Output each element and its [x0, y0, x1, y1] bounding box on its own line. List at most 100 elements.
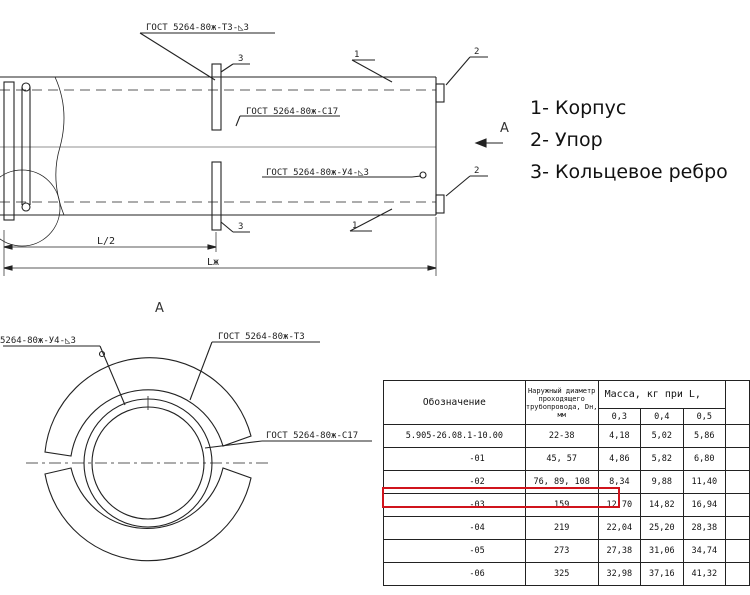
- table-row: -01 45, 57 4,86 5,82 6,80: [383, 447, 750, 471]
- cell-extra: [725, 516, 750, 540]
- gost-right-dot: [419, 171, 427, 179]
- dim-total-arrow-l: [3, 265, 13, 271]
- highlight-frame: [382, 487, 620, 508]
- dim-total-label: Lж: [207, 257, 219, 268]
- callout-3-bottom: 3: [238, 222, 243, 232]
- sec-gost-right-leader: [204, 440, 263, 449]
- header-mass: Масса, кг при L,: [597, 380, 727, 409]
- gost-mid-label: ГОСТ 5264-80ж-С17: [246, 107, 338, 117]
- callout-1-bottom-leader: [349, 208, 393, 232]
- view-arrow-head: [474, 138, 487, 148]
- cell-mass: 41,32: [682, 562, 727, 586]
- cell-mass: 5,86: [682, 424, 727, 448]
- cell-mass: 25,20: [640, 516, 684, 540]
- cell-mass: 11,40: [682, 470, 727, 494]
- rod-end-bottom: [21, 202, 31, 212]
- cell-mass: 4,18: [597, 424, 642, 448]
- cell-extra: [725, 470, 750, 494]
- side-view: [0, 32, 503, 276]
- table-header-row: Обозначение Наружный диаметр проходящего…: [383, 380, 750, 425]
- legend-item-stop: 2- Упор: [530, 129, 603, 151]
- header-diameter: Наружный диаметр проходящего трубопровод…: [524, 380, 599, 425]
- cell-mass: 4,86: [597, 447, 642, 471]
- sec-gost-left-dot: [98, 350, 106, 358]
- cell-extra: [725, 424, 750, 448]
- cell-extra: [725, 562, 750, 586]
- header-designation: Обозначение: [383, 380, 526, 425]
- table-row: -04 219 22,04 25,20 28,38: [383, 516, 750, 540]
- section-upper-segment: [44, 357, 252, 457]
- cell-extra: [725, 539, 750, 563]
- table-row: 5.905-26.08.1-10.00 22-38 4,18 5,02 5,86: [383, 424, 750, 448]
- cell-diameter: 273: [524, 539, 599, 563]
- cell-extra: [725, 493, 750, 517]
- section-view: [3, 341, 372, 562]
- cell-designation: -04: [383, 516, 526, 540]
- cell-diameter: 159: [524, 493, 599, 517]
- callout-3-bottom-leader: [220, 221, 234, 233]
- dim-half-arrow-l: [3, 244, 13, 250]
- callout-3-top: 3: [238, 54, 243, 64]
- cell-mass: 9,88: [640, 470, 684, 494]
- sec-gost-right-label: ГОСТ 5264-80ж-С17: [266, 431, 358, 441]
- gost-right-leader: [411, 175, 422, 178]
- cell-diameter: 325: [524, 562, 599, 586]
- inner-frame-left: [3, 81, 15, 221]
- sec-gost-top-label: ГОСТ 5264-80ж-Т3: [218, 332, 305, 342]
- sec-gost-left-label: 5264-80ж-У4-◺3: [0, 336, 76, 346]
- cell-mass: 22,04: [597, 516, 642, 540]
- mass-table: Обозначение Наружный диаметр проходящего…: [383, 380, 750, 586]
- stop-bottom: [435, 194, 445, 214]
- cell-mass: 5,82: [640, 447, 684, 471]
- callout-2-top: 2: [474, 47, 479, 57]
- dim-half-label: L/2: [97, 236, 115, 247]
- callout-1-top-leader: [351, 59, 393, 83]
- cell-designation: -05: [383, 539, 526, 563]
- section-lower-segment: [44, 467, 252, 562]
- rod-end-top: [21, 82, 31, 92]
- cell-mass: 32,98: [597, 562, 642, 586]
- cell-designation: -06: [383, 562, 526, 586]
- gost-mid-leader: [235, 115, 241, 127]
- sec-gost-left-leader: [99, 345, 126, 406]
- section-label: А: [155, 301, 164, 316]
- cell-mass: 14,82: [640, 493, 684, 517]
- length-col: 0,5: [682, 408, 727, 425]
- cell-mass: 6,80: [682, 447, 727, 471]
- dim-half-arrow-r: [207, 244, 217, 250]
- table-row: -06 325 32,98 37,16 41,32: [383, 562, 750, 586]
- view-arrow-label: А: [500, 121, 509, 136]
- cell-mass: 31,06: [640, 539, 684, 563]
- gost-right-label: ГОСТ 5264-80ж-У4-◺3: [266, 168, 369, 178]
- cell-mass: 34,74: [682, 539, 727, 563]
- callout-2-bottom-leader: [445, 175, 471, 197]
- callout-1-bottom: 1: [352, 221, 357, 231]
- cell-mass: 5,02: [640, 424, 684, 448]
- callout-2-bottom: 2: [474, 166, 479, 176]
- callout-2-top-leader: [445, 56, 471, 86]
- cell-mass: 37,16: [640, 562, 684, 586]
- callout-3-top-leader: [220, 63, 234, 73]
- cell-mass: 28,38: [682, 516, 727, 540]
- cell-diameter: 45, 57: [524, 447, 599, 471]
- rib-top: [211, 63, 222, 131]
- cell-mass: 27,38: [597, 539, 642, 563]
- cell-designation: 5.905-26.08.1-10.00: [383, 424, 526, 448]
- sec-gost-top-leader: [189, 341, 213, 401]
- callout-1-top: 1: [354, 50, 359, 60]
- gost-top-leader: [139, 32, 216, 81]
- length-col: 0,3: [597, 408, 642, 425]
- cell-diameter: 219: [524, 516, 599, 540]
- legend-item-ring-rib: 3- Кольцевое ребро: [530, 161, 728, 183]
- legend-item-body: 1- Корпус: [530, 97, 627, 119]
- table-length-row: 0,3 0,4 0,5: [384, 408, 750, 425]
- table-row: -05 273 27,38 31,06 34,74: [383, 539, 750, 563]
- cell-diameter: 22-38: [524, 424, 599, 448]
- cell-extra: [725, 447, 750, 471]
- cell-designation: -01: [383, 447, 526, 471]
- stop-top: [435, 83, 445, 103]
- dim-total-arrow-r: [427, 265, 437, 271]
- header-extra: [725, 380, 750, 425]
- rib-bottom: [211, 161, 222, 231]
